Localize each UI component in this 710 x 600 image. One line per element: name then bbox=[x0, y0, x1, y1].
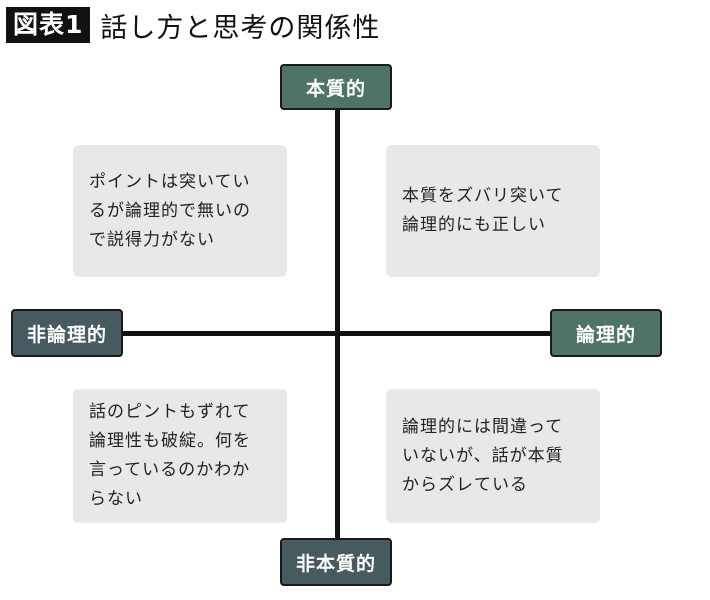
figure-header: 図表1 話し方と思考の関係性 bbox=[6, 5, 380, 45]
quadrant-bottom-right-text: 論理的には間違って いないが、話が本質 からズレている bbox=[402, 416, 564, 495]
quadrant-top-left: ポイントは突いてい るが論理的で無いの で説得力がない bbox=[73, 145, 287, 277]
axis-label-top: 本質的 bbox=[280, 64, 392, 110]
horizontal-axis bbox=[118, 331, 558, 336]
axis-label-right: 論理的 bbox=[550, 309, 662, 357]
quadrant-bottom-left-text: 話のピントもずれて 論理性も破綻。何を 言っているのかわか らない bbox=[89, 402, 251, 509]
figure-label-badge: 図表1 bbox=[6, 7, 91, 43]
quadrant-top-right-text: 本質をズバリ突いて 論理的にも正しい bbox=[402, 186, 564, 235]
axis-label-left: 非論理的 bbox=[11, 309, 123, 357]
vertical-axis bbox=[335, 100, 340, 550]
quadrant-bottom-right: 論理的には間違って いないが、話が本質 からズレている bbox=[386, 389, 600, 523]
quadrant-bottom-left: 話のピントもずれて 論理性も破綻。何を 言っているのかわか らない bbox=[73, 389, 287, 523]
axis-label-bottom: 非本質的 bbox=[280, 538, 392, 586]
quadrant-top-left-text: ポイントは突いてい るが論理的で無いの で説得力がない bbox=[89, 171, 251, 250]
quadrant-top-right: 本質をズバリ突いて 論理的にも正しい bbox=[386, 145, 600, 277]
figure-title: 話し方と思考の関係性 bbox=[100, 12, 381, 44]
